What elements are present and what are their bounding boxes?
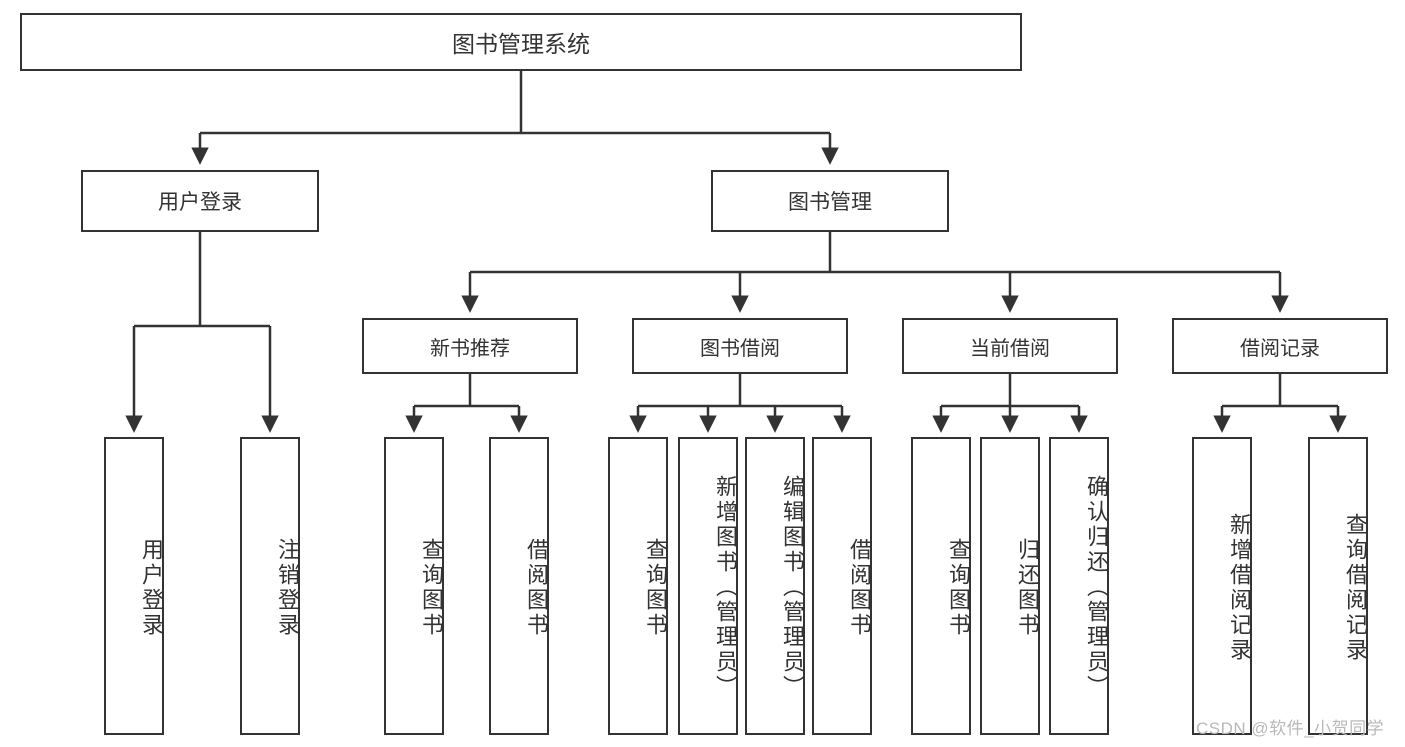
node-book-management[interactable]: 图书管理 [711, 170, 949, 232]
node-label: 新书推荐 [430, 337, 510, 360]
leaf-current-borrow-query-book[interactable]: 查询图书 [911, 437, 971, 735]
leaf-current-borrow-return-book[interactable]: 归还图书 [980, 437, 1040, 735]
node-label: 借阅图书 [524, 538, 549, 638]
node-label: 用户登录 [139, 538, 164, 638]
leaf-new-book-query-book[interactable]: 查询图书 [384, 437, 444, 735]
node-label: 归还图书 [1015, 538, 1040, 638]
leaf-borrow-record-add-record[interactable]: 新增借阅记录 [1192, 437, 1252, 735]
node-user-login[interactable]: 用户登录 [81, 170, 319, 232]
leaf-book-borrow-edit-book-admin[interactable]: 编辑图书（管理员） [745, 437, 805, 735]
node-label: 借阅图书 [847, 538, 872, 638]
node-label: 查询图书 [946, 538, 971, 638]
node-label: 编辑图书（管理员） [780, 474, 805, 700]
leaf-borrow-record-query-record[interactable]: 查询借阅记录 [1308, 437, 1368, 735]
node-book-borrow[interactable]: 图书借阅 [632, 318, 848, 374]
node-root-book-management-system[interactable]: 图书管理系统 [20, 13, 1022, 71]
node-new-book-recommend[interactable]: 新书推荐 [362, 318, 578, 374]
node-label: 查询图书 [643, 538, 668, 638]
leaf-user-login-login[interactable]: 用户登录 [104, 437, 164, 735]
node-label: 注销登录 [275, 538, 300, 638]
node-label: 用户登录 [158, 191, 242, 214]
node-label: 查询借阅记录 [1343, 513, 1368, 663]
leaf-current-borrow-confirm-return-admin[interactable]: 确认归还（管理员） [1049, 437, 1109, 735]
node-label: 确认归还（管理员） [1084, 474, 1109, 700]
node-label: 查询图书 [419, 538, 444, 638]
node-label: 图书管理系统 [452, 31, 590, 57]
watermark-text: CSDN @软件_小贺同学 [1196, 719, 1385, 738]
leaf-book-borrow-borrow-book[interactable]: 借阅图书 [812, 437, 872, 735]
leaf-new-book-borrow-book[interactable]: 借阅图书 [489, 437, 549, 735]
node-label: 图书借阅 [700, 337, 780, 360]
leaf-book-borrow-add-book-admin[interactable]: 新增图书（管理员） [678, 437, 738, 735]
leaf-book-borrow-query-book[interactable]: 查询图书 [608, 437, 668, 735]
node-label: 图书管理 [788, 191, 872, 214]
node-label: 当前借阅 [970, 337, 1050, 360]
node-borrow-record[interactable]: 借阅记录 [1172, 318, 1388, 374]
node-label: 新增借阅记录 [1227, 513, 1252, 663]
node-current-borrow[interactable]: 当前借阅 [902, 318, 1118, 374]
node-label: 借阅记录 [1240, 337, 1320, 360]
node-label: 新增图书（管理员） [713, 474, 738, 700]
leaf-user-login-logout[interactable]: 注销登录 [240, 437, 300, 735]
